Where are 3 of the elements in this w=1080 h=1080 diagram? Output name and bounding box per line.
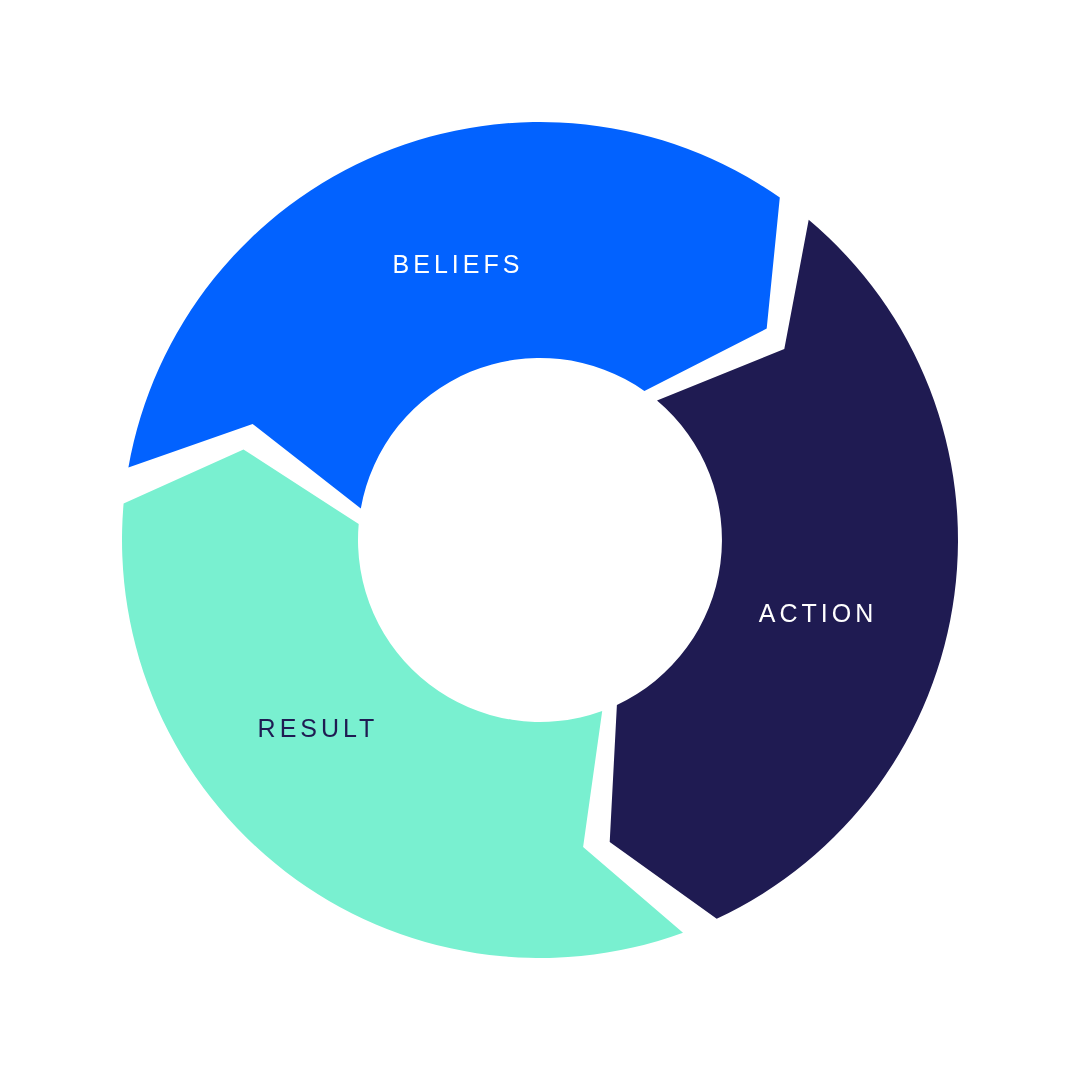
segment-label: BELIEFS	[392, 249, 524, 279]
segment-label: ACTION	[758, 598, 878, 628]
segment-label: RESULT	[257, 713, 379, 743]
